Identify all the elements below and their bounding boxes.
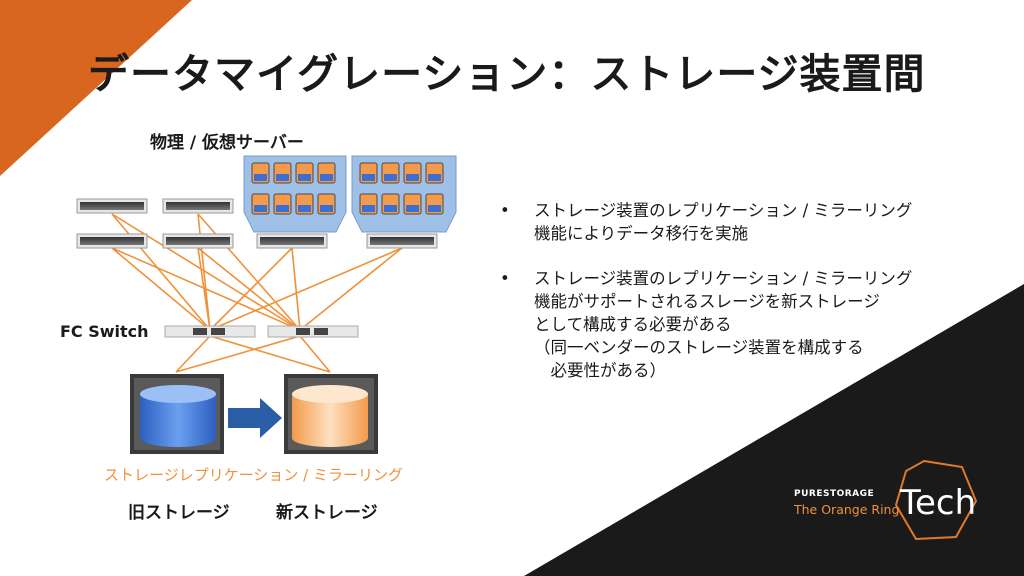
servers-label: 物理 / 仮想サーバー — [150, 133, 304, 153]
bullet-line: （同一ベンダーのストレージ装置を構成する — [534, 338, 864, 357]
blade-chassis-icon — [243, 155, 457, 233]
bullet-line: 機能によりデータ移行を実施 — [534, 224, 749, 243]
bullet-line: として構成する必要がある — [534, 315, 732, 334]
bullet-line: 機能がサポートされるスレージを新ストレージ — [534, 292, 880, 311]
replication-label: ストレージレプリケーション / ミラーリング — [104, 466, 403, 484]
pure-storage-logo: PURESTORAGE The Orange Ring Tech — [790, 455, 990, 545]
logo-tech: Tech — [900, 483, 977, 523]
new-storage-label: 新ストレージ — [276, 503, 378, 523]
bullet-item: • ストレージ装置のレプリケーション / ミラーリング 機能がサポートされるスレ… — [500, 267, 1000, 382]
logo-subtitle: The Orange Ring — [794, 502, 900, 517]
fc-switch-label: FC Switch — [60, 322, 149, 341]
logo-brand: PURESTORAGE — [794, 489, 875, 499]
orange-ring-icon — [894, 459, 978, 541]
bullet-line: 必要性がある） — [534, 361, 667, 380]
storage-array-icon — [130, 374, 378, 454]
bullet-dot: • — [500, 269, 510, 288]
replication-arrow-icon — [228, 398, 282, 438]
rack-server-icon — [76, 198, 438, 249]
slide-title: データマイグレーション：ストレージ装置間 — [88, 50, 926, 98]
bullet-line: ストレージ装置のレプリケーション / ミラーリング — [534, 269, 913, 288]
bullet-dot: • — [500, 201, 510, 220]
fc-switch-icon — [164, 325, 359, 338]
bullet-line: ストレージ装置のレプリケーション / ミラーリング — [534, 201, 913, 220]
corner-accent-bottom-right — [524, 284, 1024, 576]
bullet-list: • ストレージ装置のレプリケーション / ミラーリング 機能によりデータ移行を実… — [500, 199, 1000, 404]
fc-links — [111, 213, 403, 373]
corner-accent-top-left — [0, 0, 192, 176]
old-storage-label: 旧ストレージ — [128, 503, 230, 523]
bullet-item: • ストレージ装置のレプリケーション / ミラーリング 機能によりデータ移行を実… — [500, 199, 1000, 245]
